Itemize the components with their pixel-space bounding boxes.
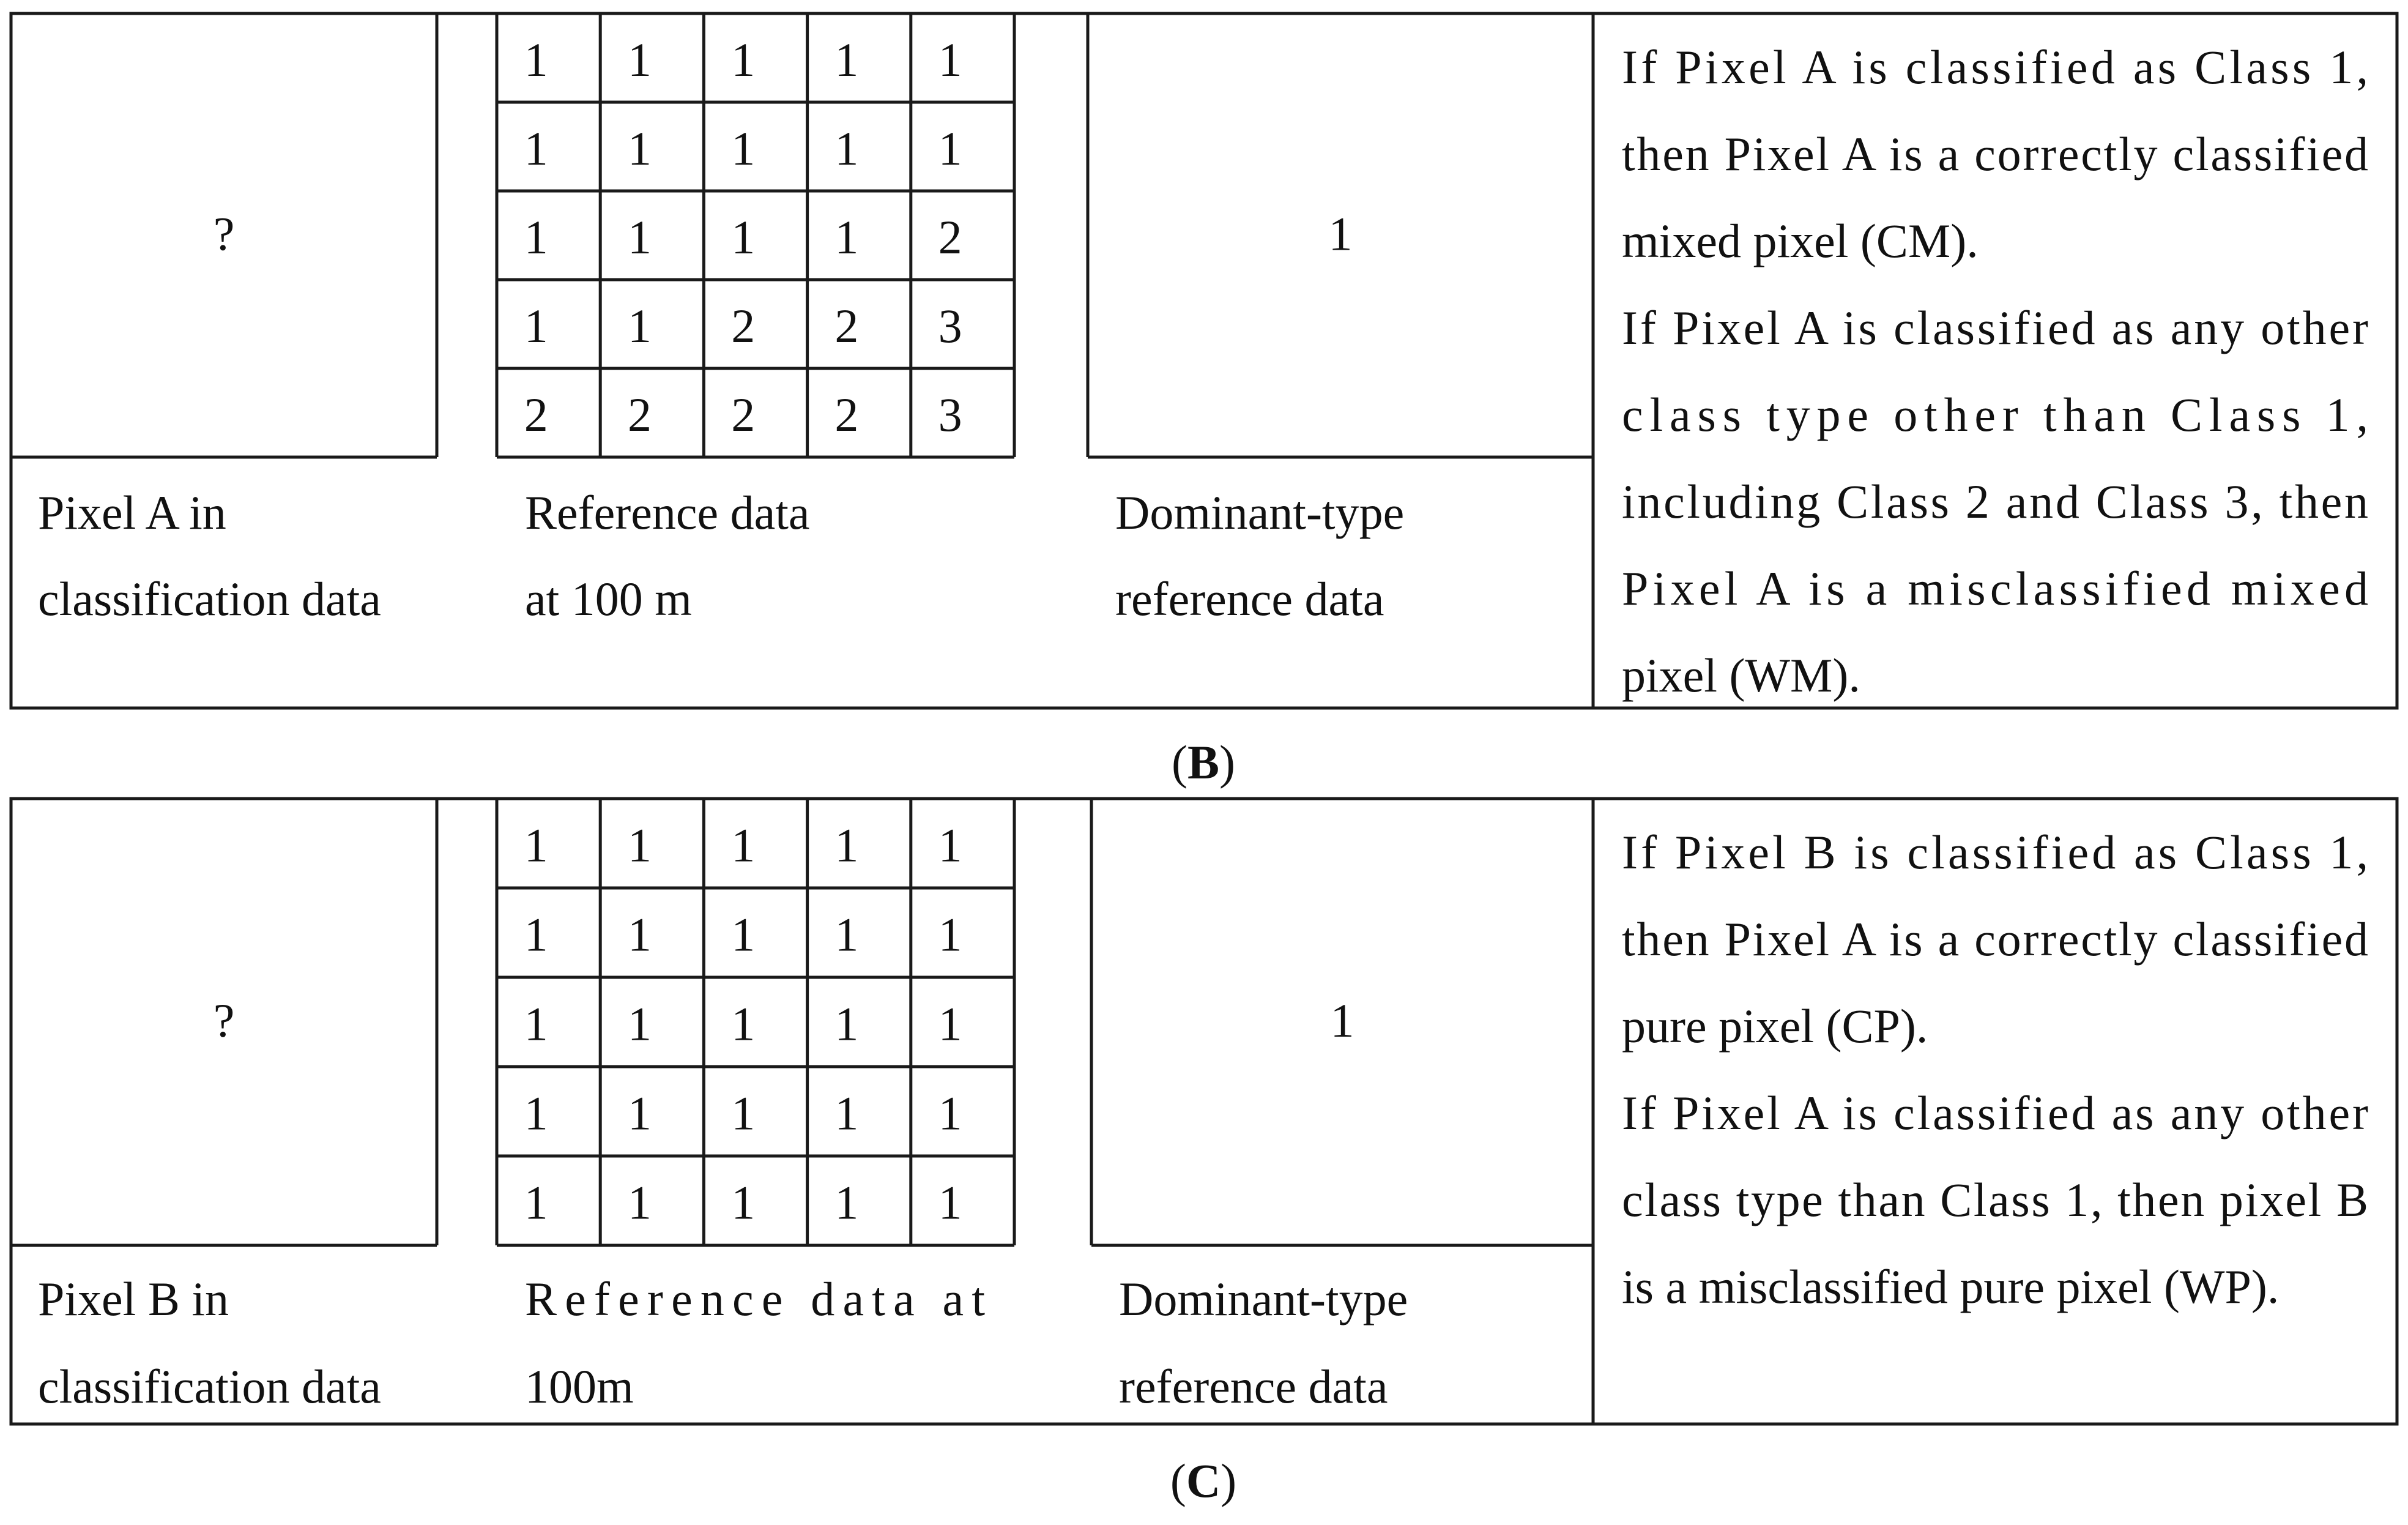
description-line: including Class 2 and Class 3, then bbox=[1622, 475, 2368, 528]
description-line: is a misclassified pure pixel (WP). bbox=[1622, 1260, 2279, 1313]
reference-grid-cell: 1 bbox=[834, 211, 858, 264]
reference-grid-cell: 2 bbox=[731, 299, 755, 352]
reference-grid-cell: 1 bbox=[938, 819, 962, 872]
dominant-pixel-value: 1 bbox=[1331, 994, 1354, 1047]
reference-grid-cell: 1 bbox=[524, 211, 548, 264]
classified-pixel-value: ? bbox=[214, 207, 235, 260]
reference-grid-cell: 1 bbox=[938, 997, 962, 1051]
reference-grid-cell: 1 bbox=[938, 122, 962, 175]
reference-grid-cell: 1 bbox=[731, 819, 755, 872]
reference-data-label: 100m bbox=[525, 1360, 634, 1413]
description-line: then Pixel A is a correctly classified bbox=[1622, 127, 2368, 181]
reference-grid-cell: 1 bbox=[938, 33, 962, 86]
reference-grid-cell: 3 bbox=[938, 388, 962, 441]
reference-grid-cell: 2 bbox=[628, 388, 652, 441]
reference-grid-cell: 3 bbox=[938, 299, 962, 352]
reference-grid-cell: 1 bbox=[731, 997, 755, 1051]
description-line: Pixel A is a misclassified mixed bbox=[1622, 562, 2368, 615]
dominant-pixel-value: 1 bbox=[1329, 207, 1353, 260]
reference-grid-cell: 1 bbox=[524, 33, 548, 86]
description-line: pure pixel (CP). bbox=[1622, 999, 1928, 1053]
reference-grid-cell: 1 bbox=[834, 997, 858, 1051]
classified-pixel-value: ? bbox=[214, 994, 235, 1047]
reference-grid-cell: 1 bbox=[628, 1087, 652, 1140]
description-line: then Pixel A is a correctly classified bbox=[1622, 912, 2368, 966]
reference-grid-cell: 1 bbox=[834, 1176, 858, 1229]
reference-grid-cell: 1 bbox=[731, 1176, 755, 1229]
reference-grid-cell: 1 bbox=[524, 122, 548, 175]
reference-grid-cell: 1 bbox=[938, 1087, 962, 1140]
classified-pixel-label: Pixel B in bbox=[38, 1272, 229, 1326]
description-line: pixel (WM). bbox=[1622, 649, 1860, 702]
reference-grid-cell: 1 bbox=[938, 908, 962, 961]
description-line: If Pixel B is classified as Class 1, bbox=[1622, 826, 2368, 879]
description-line: If Pixel A is classified as any other bbox=[1622, 1086, 2368, 1139]
reference-grid-cell: 1 bbox=[524, 1087, 548, 1140]
description-line: If Pixel A is classified as Class 1, bbox=[1622, 40, 2368, 94]
reference-grid-cell: 1 bbox=[938, 1176, 962, 1229]
description-line: mixed pixel (CM). bbox=[1622, 214, 1979, 267]
reference-grid-cell: 2 bbox=[731, 388, 755, 441]
description-line: If Pixel A is classified as any other bbox=[1622, 301, 2368, 354]
dominant-reference-label: reference data bbox=[1119, 1360, 1388, 1413]
reference-grid-cell: 1 bbox=[524, 997, 548, 1051]
reference-grid-cell: 1 bbox=[834, 819, 858, 872]
reference-grid-cell: 1 bbox=[628, 1176, 652, 1229]
classified-pixel-label: classification data bbox=[38, 572, 381, 625]
reference-grid-cell: 1 bbox=[524, 908, 548, 961]
reference-grid-cell: 1 bbox=[628, 211, 652, 264]
reference-grid-cell: 1 bbox=[834, 33, 858, 86]
reference-grid-cell: 1 bbox=[628, 299, 652, 352]
panel-frame bbox=[9, 12, 2399, 710]
reference-data-label: at 100 m bbox=[525, 572, 692, 625]
reference-grid-cell: 2 bbox=[938, 211, 962, 264]
reference-grid-cell: 1 bbox=[731, 33, 755, 86]
reference-grid-cell: 2 bbox=[834, 299, 858, 352]
dominant-reference-label: Dominant-type bbox=[1119, 1272, 1408, 1326]
description-line: class type than Class 1, then pixel B bbox=[1622, 1173, 2368, 1226]
reference-grid-cell: 1 bbox=[628, 122, 652, 175]
reference-grid-cell: 1 bbox=[628, 997, 652, 1051]
dominant-reference-label: reference data bbox=[1115, 572, 1384, 625]
reference-grid-cell: 2 bbox=[524, 388, 548, 441]
reference-grid-cell: 1 bbox=[628, 33, 652, 86]
reference-grid-cell: 1 bbox=[834, 908, 858, 961]
reference-data-label: Reference data bbox=[525, 486, 810, 539]
reference-grid-cell: 1 bbox=[524, 299, 548, 352]
reference-grid-cell: 1 bbox=[731, 122, 755, 175]
reference-data-label: Reference data at bbox=[525, 1272, 985, 1326]
reference-grid-cell: 1 bbox=[834, 1087, 858, 1140]
panel-frame bbox=[9, 797, 2399, 1426]
reference-grid-cell: 1 bbox=[834, 122, 858, 175]
reference-grid-cell: 1 bbox=[524, 819, 548, 872]
reference-grid: 1 1 1 1 1 1 1 1 1 1 1 1 1 1 1 1 1 1 1 1 1 1 1 1 1 bbox=[495, 799, 1016, 1247]
reference-grid-cell: 1 bbox=[524, 1176, 548, 1229]
classified-pixel-label: Pixel A in bbox=[38, 486, 226, 539]
reference-grid-cell: 2 bbox=[834, 388, 858, 441]
description-line: class type other than Class 1, bbox=[1622, 388, 2368, 441]
reference-grid-cell: 1 bbox=[628, 819, 652, 872]
reference-grid: 1 1 1 1 1 1 1 1 1 1 1 1 1 1 2 1 1 2 2 3 2 2 2 2 3 bbox=[495, 13, 1016, 459]
reference-grid-cell: 1 bbox=[731, 908, 755, 961]
panel-caption: (C) bbox=[1170, 1454, 1236, 1507]
reference-grid-cell: 1 bbox=[731, 1087, 755, 1140]
reference-grid-cell: 1 bbox=[628, 908, 652, 961]
classified-pixel-label: classification data bbox=[38, 1360, 381, 1413]
reference-grid-cell: 1 bbox=[731, 211, 755, 264]
panel-caption: (B) bbox=[1172, 736, 1235, 789]
dominant-reference-label: Dominant-type bbox=[1115, 486, 1404, 539]
